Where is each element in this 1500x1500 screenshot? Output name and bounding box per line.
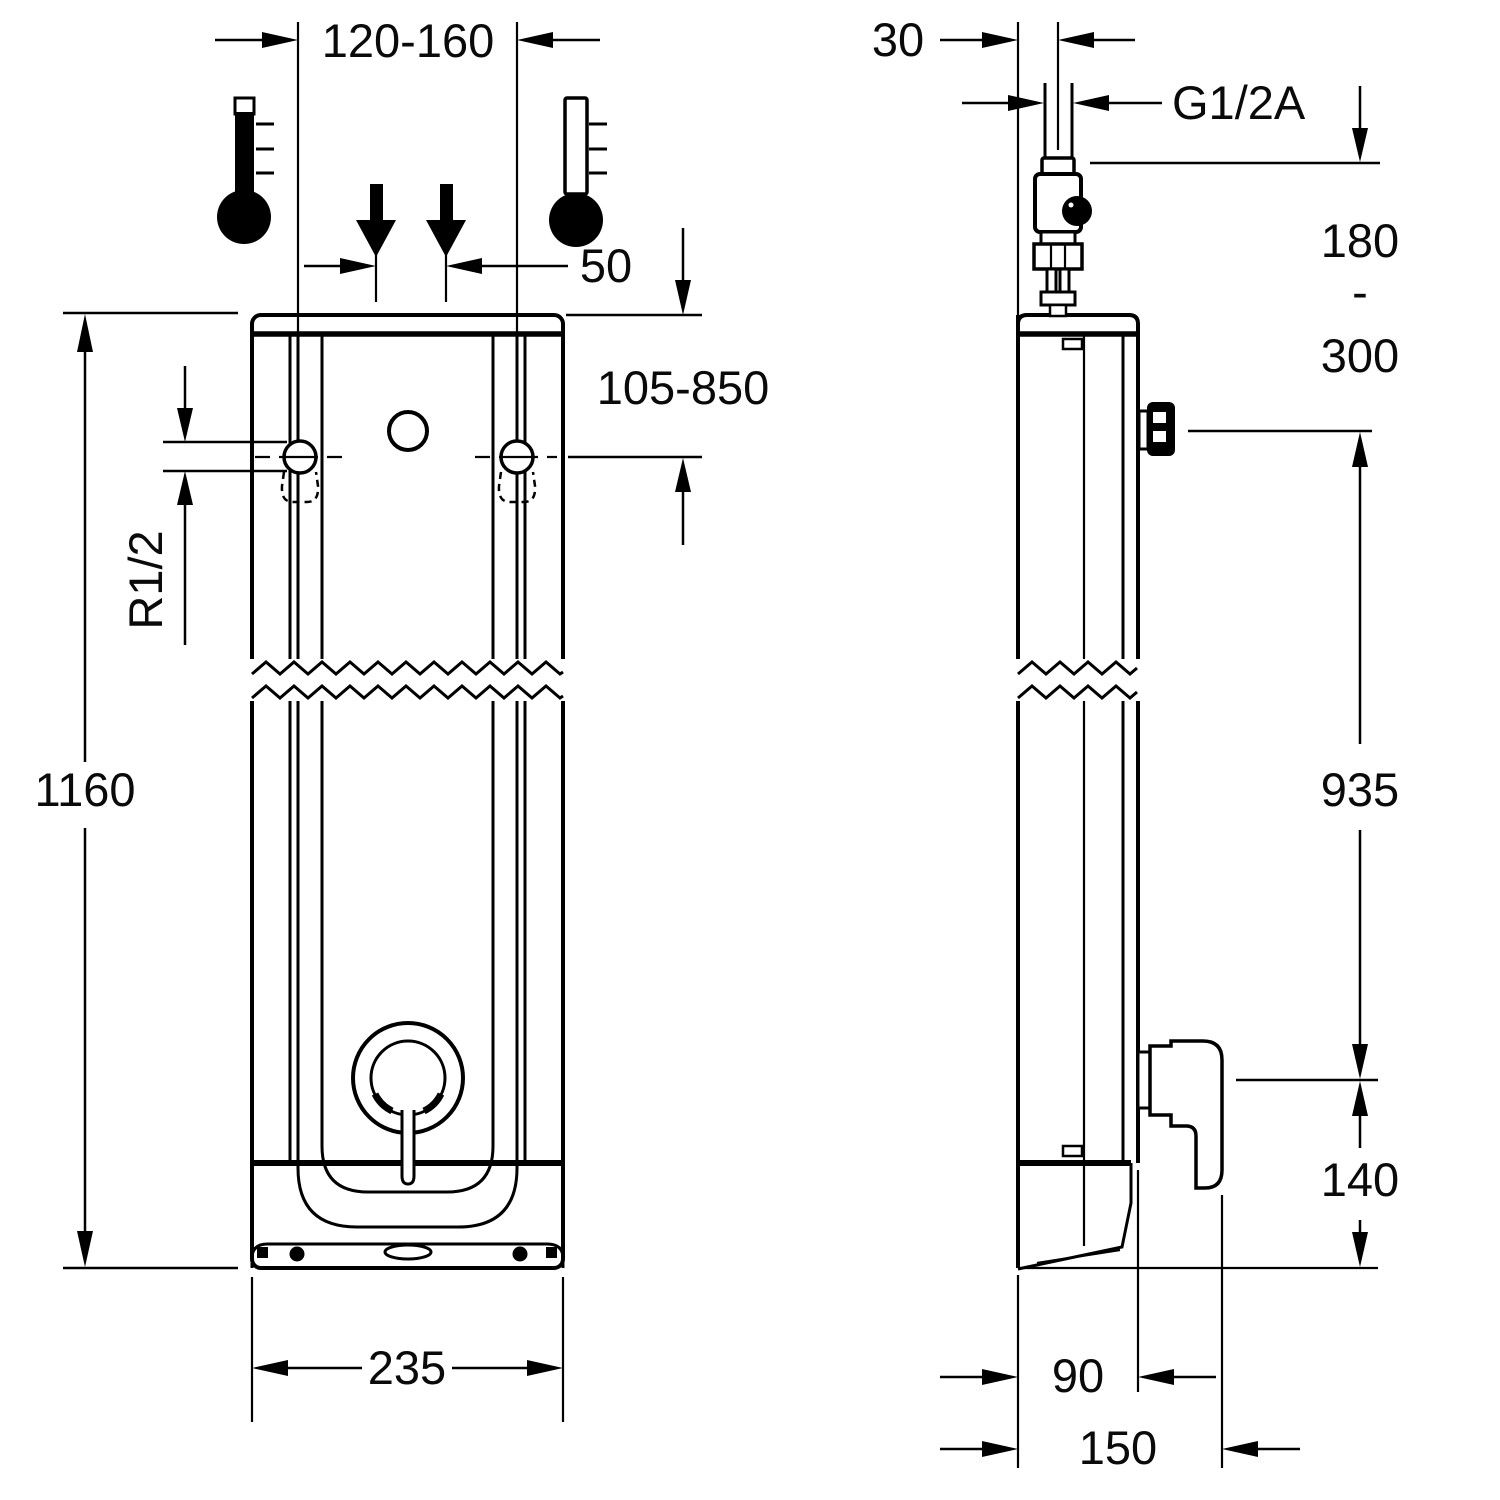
- side-view: [1012, 83, 1224, 1271]
- front-base-plate: [250, 1242, 565, 1268]
- dim-top-thread-label: G1/2A: [1172, 76, 1306, 129]
- mixer-control: [351, 1021, 465, 1186]
- shut-off-valve: [1032, 83, 1092, 318]
- side-bottom-chamfer: [1017, 1163, 1133, 1271]
- mount-connection-right: [475, 439, 557, 504]
- clip-bottom: [1061, 1144, 1084, 1158]
- mount-connection-left: [255, 439, 345, 504]
- side-break-line: [1012, 659, 1144, 701]
- dim-depth-front-label: 90: [1052, 1349, 1104, 1402]
- dim-range-chain: 180 - 300 935 140: [1321, 86, 1399, 1267]
- dim-width-range-label: 120-160: [322, 14, 495, 67]
- dim-mount-height-label: 105-850: [597, 361, 770, 414]
- dim-top-thread: G1/2A: [962, 76, 1306, 129]
- dim-valve-to-handle-label: 935: [1321, 763, 1399, 816]
- dim-pipe-offset: 30: [872, 13, 1135, 315]
- dim-inlet-spacing-label: 50: [580, 239, 632, 292]
- supply-icons: [217, 96, 607, 257]
- dim-pipe-offset-label: 30: [872, 13, 924, 66]
- dim-rear-thread-label: R1/2: [119, 530, 172, 629]
- lever-handle: [1136, 1039, 1224, 1190]
- front-inner-recess: [320, 334, 495, 1194]
- dim-mount-height: 105-850: [566, 228, 769, 545]
- dim-total-height: 1160: [34, 311, 238, 1270]
- clip-top: [1061, 337, 1084, 351]
- dim-rear-thread: R1/2: [119, 366, 287, 645]
- mixer-lever: [400, 1110, 416, 1186]
- front-view: [246, 313, 568, 1270]
- thermometer-hot-icon: [217, 96, 274, 244]
- connector-block: [1137, 402, 1175, 456]
- dim-panel-width: 235: [250, 1277, 565, 1422]
- dimensions-front: 120-160 50 105-850: [34, 14, 769, 1422]
- dim-depth-front: 90: [940, 1170, 1216, 1402]
- valve-knob: [1062, 196, 1092, 226]
- flow-arrow-icon-2: [426, 184, 466, 257]
- dim-width-range: 120-160: [215, 14, 600, 334]
- drain-slot: [383, 1243, 433, 1261]
- valve-nut: [1032, 242, 1084, 271]
- front-outer-recess: [296, 1163, 519, 1229]
- flow-arrow-icon: [356, 184, 396, 257]
- dim-range-max-label: 300: [1321, 329, 1399, 382]
- dim-handle-to-bottom-label: 140: [1321, 1153, 1399, 1206]
- sensor-hole: [387, 410, 429, 452]
- dim-depth-total-label: 150: [1079, 1421, 1157, 1474]
- thermometer-cold-icon: [549, 96, 607, 247]
- side-panel-outline: [1016, 313, 1140, 1163]
- dim-total-height-label: 1160: [34, 763, 135, 816]
- dim-range-sep-label: -: [1352, 265, 1368, 318]
- dim-inlet-spacing: 50: [304, 239, 632, 302]
- dim-depth-total: 150: [940, 1195, 1300, 1474]
- front-panel-outline: [250, 313, 565, 1270]
- valve-thread-cap: [1040, 156, 1076, 176]
- dim-range-min-label: 180: [1321, 214, 1399, 267]
- dim-panel-width-label: 235: [368, 1341, 446, 1394]
- front-break-line: [246, 659, 568, 701]
- dimensions-side: 30 G1/2A 180 - 300 935 14: [872, 13, 1399, 1474]
